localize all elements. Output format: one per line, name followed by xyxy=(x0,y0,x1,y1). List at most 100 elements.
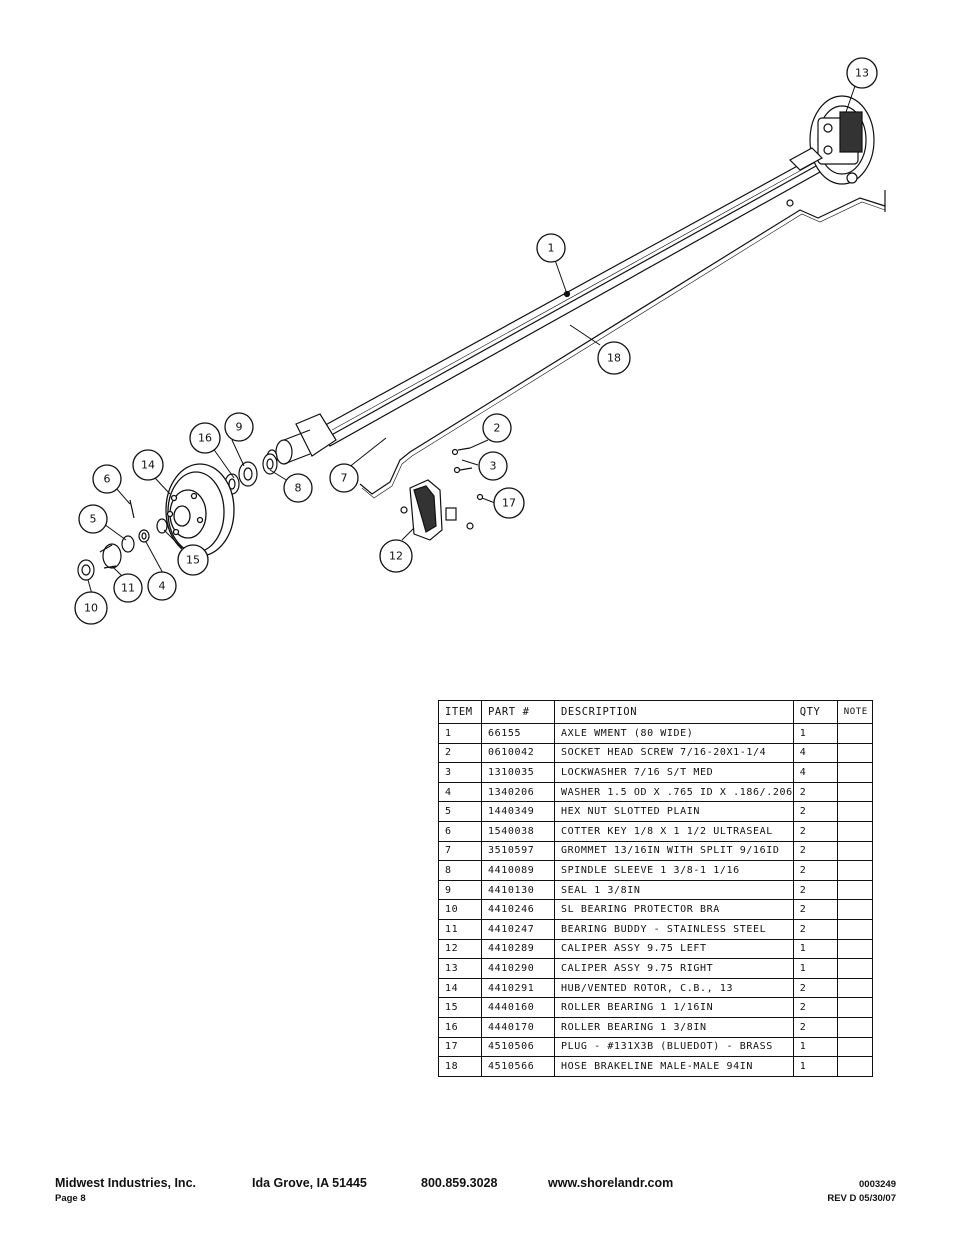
cell-description: ROLLER BEARING 1 3/8IN xyxy=(554,1016,794,1038)
cell-qty: 2 xyxy=(792,801,838,822)
cell-item: 11 xyxy=(438,918,482,940)
left-caliper xyxy=(400,447,484,541)
footer-website: www.shorelandr.com xyxy=(548,1176,674,1190)
callout-label: 12 xyxy=(389,550,403,563)
cell-item: 4 xyxy=(438,781,482,803)
cell-note xyxy=(836,820,873,842)
cell-part-number: 66155 xyxy=(481,723,555,744)
cell-part-number: 4410290 xyxy=(481,958,555,979)
cell-item: 10 xyxy=(438,899,482,920)
cell-description: ROLLER BEARING 1 1/16IN xyxy=(554,997,794,1018)
cell-item: 7 xyxy=(438,840,482,862)
callout-2: 2 xyxy=(482,413,512,443)
cell-part-number: 0610042 xyxy=(481,742,555,764)
callout-label: 10 xyxy=(84,602,98,615)
callout-label: 13 xyxy=(855,67,869,80)
footer-doc-number: 0003249 xyxy=(859,1179,896,1190)
hub-cap-parts xyxy=(77,499,168,581)
small-parts xyxy=(224,453,278,495)
callout-3: 3 xyxy=(478,451,508,481)
callout-label: 17 xyxy=(502,497,516,510)
callout-label: 11 xyxy=(121,582,135,595)
callout-7: 7 xyxy=(329,463,359,493)
header-part-number: PART # xyxy=(481,700,555,724)
cell-qty: 2 xyxy=(792,899,838,920)
cell-note xyxy=(836,938,873,960)
cell-part-number: 4410289 xyxy=(481,938,555,960)
cell-note xyxy=(836,781,873,803)
cell-part-number: 4510566 xyxy=(481,1056,555,1077)
cell-description: GROMMET 13/16IN WITH SPLIT 9/16ID xyxy=(554,840,794,862)
cell-description: WASHER 1.5 OD X .765 ID X .186/.206 xyxy=(554,781,794,803)
left-spindle xyxy=(266,413,337,467)
cell-part-number: 4440160 xyxy=(481,997,555,1018)
cell-item: 9 xyxy=(438,879,482,901)
callout-10: 10 xyxy=(74,591,108,625)
brake-line xyxy=(359,190,886,499)
cell-qty: 2 xyxy=(792,840,838,862)
cell-qty: 2 xyxy=(792,1016,838,1038)
cell-note xyxy=(836,977,873,999)
cell-description: SPINDLE SLEEVE 1 3/8-1 1/16 xyxy=(554,860,794,881)
cell-part-number: 1310035 xyxy=(481,762,555,783)
callout-14: 14 xyxy=(132,449,164,481)
callout-4: 4 xyxy=(147,571,177,601)
callout-5: 5 xyxy=(78,504,108,534)
cell-item: 1 xyxy=(438,723,482,744)
callout-label: 16 xyxy=(198,432,212,445)
cell-description: SEAL 1 3/8IN xyxy=(554,879,794,901)
cell-part-number: 1440349 xyxy=(481,801,555,822)
callout-label: 8 xyxy=(295,482,302,495)
cell-note xyxy=(836,742,873,764)
cell-description: PLUG - #131X3B (BLUEDOT) - BRASS xyxy=(554,1036,794,1058)
cell-qty: 2 xyxy=(792,781,838,803)
cell-part-number: 1540038 xyxy=(481,820,555,842)
cell-note xyxy=(836,723,873,744)
cell-item: 13 xyxy=(438,958,482,979)
cell-item: 2 xyxy=(438,742,482,764)
cell-item: 6 xyxy=(438,820,482,842)
footer-page-number: Page 8 xyxy=(55,1193,86,1204)
callout-18: 18 xyxy=(597,341,631,375)
callout-leaders xyxy=(87,85,856,595)
footer-phone: 800.859.3028 xyxy=(421,1176,498,1190)
cell-description: BEARING BUDDY - STAINLESS STEEL xyxy=(554,918,794,940)
callout-11: 11 xyxy=(113,573,143,603)
cell-part-number: 4410130 xyxy=(481,879,555,901)
cell-qty: 1 xyxy=(792,723,838,744)
cell-description: LOCKWASHER 7/16 S/T MED xyxy=(554,762,794,783)
cell-qty: 1 xyxy=(792,1036,838,1058)
cell-part-number: 4410089 xyxy=(481,860,555,881)
cell-qty: 1 xyxy=(792,1056,838,1077)
cell-qty: 2 xyxy=(792,879,838,901)
cell-qty: 1 xyxy=(792,938,838,960)
cell-note xyxy=(836,899,873,920)
cell-note xyxy=(836,762,873,783)
cell-qty: 4 xyxy=(792,762,838,783)
cell-note xyxy=(836,801,873,822)
cell-note xyxy=(836,958,873,979)
callout-label: 15 xyxy=(186,554,200,567)
cell-description: SL BEARING PROTECTOR BRA xyxy=(554,899,794,920)
callout-12: 12 xyxy=(379,539,413,573)
cell-description: HUB/VENTED ROTOR, C.B., 13 xyxy=(554,977,794,999)
exploded-axle-diagram: 1 2 3 4 5 6 7 8 9 10 11 12 13 14 15 16 1… xyxy=(74,57,886,625)
callout-label: 18 xyxy=(607,352,621,365)
cell-item: 12 xyxy=(438,938,482,960)
cell-note xyxy=(836,860,873,881)
footer-company: Midwest Industries, Inc. xyxy=(55,1176,196,1190)
cell-description: AXLE WMENT (80 WIDE) xyxy=(554,723,794,744)
cell-item: 16 xyxy=(438,1016,482,1038)
cell-part-number: 4410246 xyxy=(481,899,555,920)
